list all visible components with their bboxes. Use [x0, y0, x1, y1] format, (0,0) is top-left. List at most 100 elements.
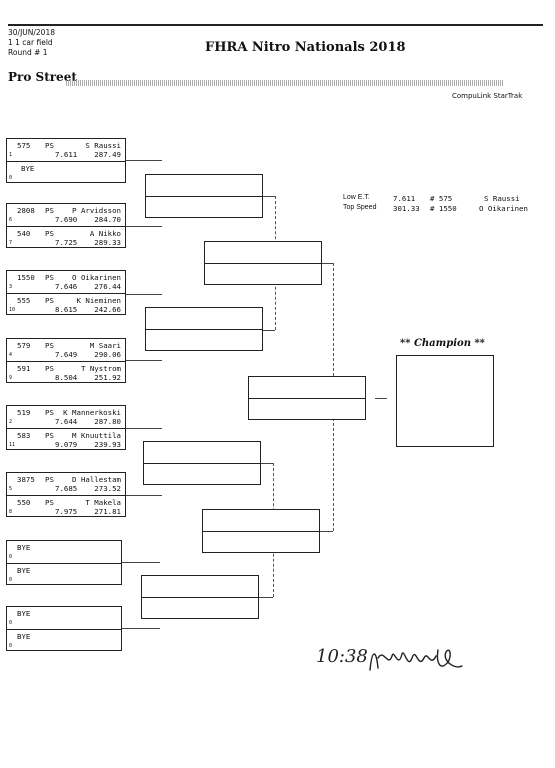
lane: BYE 0 [7, 564, 121, 586]
field-size: 1 1 car field [8, 38, 53, 47]
handwritten-time: 10:38 [316, 646, 368, 667]
event-title: FHRA Nitro Nationals 2018 [205, 40, 406, 55]
bracket-connector [375, 398, 387, 399]
seed-number: 11 [9, 442, 16, 448]
bracket-connector [126, 428, 162, 429]
car-number: BYE [21, 164, 35, 173]
car-number: 583 [17, 431, 31, 440]
speed: 273.52 [94, 484, 121, 493]
car-class: PS [45, 475, 54, 484]
speed: 287.80 [94, 417, 121, 426]
elapsed-time: 7.611 [55, 150, 78, 159]
car-class: PS [45, 408, 54, 417]
lane: 579 PS M Saari 7.649 290.06 4 [7, 339, 125, 362]
final-slot [248, 376, 366, 420]
car-number: 591 [17, 364, 31, 373]
speed: 251.92 [94, 373, 121, 382]
car-class: PS [45, 206, 54, 215]
lane: BYE 0 [7, 607, 121, 630]
bracket-connector [259, 597, 273, 598]
entry-pair: BYE 0 BYE 0 [6, 606, 122, 651]
bracket-connector [320, 531, 333, 532]
seed-number: 4 [9, 352, 13, 358]
speed: 239.93 [94, 440, 121, 449]
car-class: PS [45, 498, 54, 507]
seed-number: 9 [9, 375, 13, 381]
lane: 550 PS T Makela 7.975 271.81 8 [7, 496, 125, 518]
elapsed-time: 7.690 [55, 215, 78, 224]
elapsed-time: 7.685 [55, 484, 78, 493]
car-number: 555 [17, 296, 31, 305]
seed-number: 0 [9, 175, 13, 181]
entry-pair: 575 PS S Raussi 7.611 287.49 1 BYE 0 [6, 138, 126, 183]
software-brand: CompuLink StarTrak [452, 92, 523, 100]
lane: 575 PS S Raussi 7.611 287.49 1 [7, 139, 125, 162]
semifinal-slot [204, 241, 322, 285]
lane: 3875 PS D Hallestam 7.685 273.52 5 [7, 473, 125, 496]
seed-number: 2 [9, 419, 13, 425]
top-rule [8, 24, 543, 26]
car-class: PS [45, 296, 54, 305]
car-number: 2808 [17, 206, 35, 215]
car-number: 3875 [17, 475, 35, 484]
seed-number: 0 [9, 577, 13, 583]
entry-pair: 579 PS M Saari 7.649 290.06 4 591 PS T N… [6, 338, 126, 383]
car-number: 550 [17, 498, 31, 507]
bracket-connector [122, 628, 160, 629]
entry-pair: 3875 PS D Hallestam 7.685 273.52 5 550 P… [6, 472, 126, 517]
car-number: 575 [17, 141, 31, 150]
speed: 271.81 [94, 507, 121, 516]
top-speed-value: 301.33 [393, 204, 420, 213]
semifinal-slot [202, 509, 320, 553]
seed-number: 1 [9, 152, 13, 158]
bracket-connector [126, 360, 162, 361]
lane: 1550 PS O Oikarinen 7.646 276.44 3 [7, 271, 125, 294]
lane: 591 PS T Nystrom 8.504 251.92 9 [7, 362, 125, 384]
class-title: Pro Street [8, 70, 77, 84]
driver-name: O Oikarinen [72, 273, 121, 282]
elapsed-time: 7.649 [55, 350, 78, 359]
event-date: 30/JUN/2018 [8, 28, 55, 37]
seed-number: 0 [9, 643, 13, 649]
car-number: BYE [17, 609, 31, 618]
driver-name: A Nikko [89, 229, 121, 238]
lane: 2808 PS P Arvidsson 7.690 284.70 6 [7, 204, 125, 227]
car-number: 540 [17, 229, 31, 238]
driver-name: K Nieminen [76, 296, 122, 305]
bracket-connector [263, 196, 275, 197]
seed-number: 8 [9, 509, 13, 515]
elapsed-time: 7.725 [55, 238, 78, 247]
quarterfinal-slot [145, 174, 263, 218]
entry-pair: 2808 PS P Arvidsson 7.690 284.70 6 540 P… [6, 203, 126, 248]
car-class: PS [45, 229, 54, 238]
seed-number: 3 [9, 284, 13, 290]
bracket-connector [261, 463, 273, 464]
bracket-connector [126, 495, 162, 496]
signature [366, 640, 466, 680]
elapsed-time: 9.079 [55, 440, 78, 449]
car-number: 579 [17, 341, 31, 350]
top-speed-driver: O Oikarinen [479, 204, 528, 213]
car-class: PS [45, 273, 54, 282]
speed: 276.44 [94, 282, 121, 291]
driver-name: M Saari [89, 341, 121, 350]
entry-pair: 1550 PS O Oikarinen 7.646 276.44 3 555 P… [6, 270, 126, 315]
elapsed-time: 8.504 [55, 373, 78, 382]
car-number: 519 [17, 408, 31, 417]
driver-name: M Knuuttila [72, 431, 121, 440]
car-class: PS [45, 141, 54, 150]
car-class: PS [45, 341, 54, 350]
seed-number: 7 [9, 240, 13, 246]
driver-name: S Raussi [85, 141, 121, 150]
low-et-label: Low E.T. [343, 194, 370, 201]
champion-box [396, 355, 494, 447]
speed: 289.33 [94, 238, 121, 247]
bracket-connector [122, 562, 160, 563]
champion-label: ** Champion ** [400, 338, 485, 349]
round-number: Round # 1 [8, 48, 48, 57]
lane: BYE 0 [7, 162, 125, 184]
car-number: 1550 [17, 273, 35, 282]
speed: 287.49 [94, 150, 121, 159]
car-class: PS [45, 431, 54, 440]
elapsed-time: 7.644 [55, 417, 78, 426]
